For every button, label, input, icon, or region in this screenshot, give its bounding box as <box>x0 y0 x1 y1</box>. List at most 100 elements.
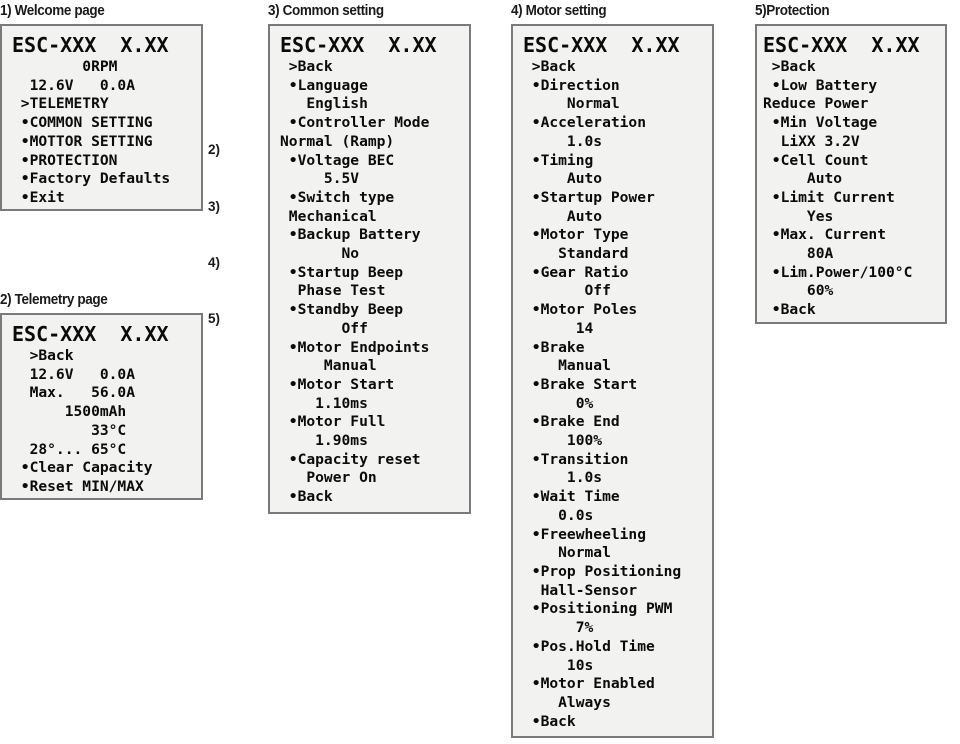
menu-item-back-bottom[interactable]: •Back <box>523 712 576 730</box>
menu-item-motor-setting[interactable]: •MOTTOR SETTING <box>12 132 153 150</box>
panel-caption-motor-setting: 4) Motor setting <box>511 3 607 19</box>
value-motor-endpoints: Manual <box>280 357 377 375</box>
panel-caption-telemetry: 2) Telemetry page <box>0 292 108 308</box>
lcd-screen-motor-setting: ESC-XXX X.XX >Back •Direction Normal •Ac… <box>511 24 714 738</box>
telemetry-voltage-current: 12.6V 0.0A <box>12 365 136 383</box>
menu-item-motor-full[interactable]: •Motor Full <box>280 413 386 431</box>
menu-item-direction[interactable]: •Direction <box>523 76 620 94</box>
menu-item-motor-poles[interactable]: •Motor Poles <box>523 301 638 319</box>
lcd-line-rpm: 0RPM <box>12 58 118 75</box>
menu-item-max-current[interactable]: •Max. Current <box>763 226 887 244</box>
menu-item-capacity-reset[interactable]: •Capacity reset <box>280 450 421 468</box>
menu-item-startup-power[interactable]: •Startup Power <box>523 188 655 206</box>
value-motor-enabled: Always <box>523 693 611 711</box>
page-reference-3: 3) <box>208 198 221 214</box>
lcd-line-voltage-current: 12.6V 0.0A <box>12 76 136 94</box>
telemetry-capacity: 1500mAh <box>12 403 127 421</box>
menu-item-back[interactable]: >Back <box>280 58 333 75</box>
menu-item-wait-time[interactable]: •Wait Time <box>523 488 620 506</box>
menu-item-controller-mode[interactable]: •Controller Mode <box>280 114 430 132</box>
value-motor-full: 1.90ms <box>280 432 368 450</box>
menu-item-reset-min-max[interactable]: •Reset MIN/MAX <box>12 477 144 495</box>
menu-item-common-setting[interactable]: •COMMON SETTING <box>12 114 153 132</box>
menu-item-exit[interactable]: •Exit <box>12 188 65 206</box>
menu-item-acceleration[interactable]: •Acceleration <box>523 114 647 132</box>
value-cell-count: Auto <box>763 170 843 188</box>
menu-item-voltage-bec[interactable]: •Voltage BEC <box>280 151 395 169</box>
panel-group-protection: 5)Protection ESC-XXX X.XX >Back •Low Bat… <box>755 3 947 324</box>
value-motor-start: 1.10ms <box>280 394 368 412</box>
value-transition: 1.0s <box>523 469 603 487</box>
menu-item-brake-start[interactable]: •Brake Start <box>523 375 638 393</box>
menu-item-telemetry[interactable]: >TELEMETRY <box>12 95 109 113</box>
value-prop-positioning: Hall-Sensor <box>523 581 638 599</box>
menu-item-brake[interactable]: •Brake <box>523 338 585 356</box>
value-max-current: 80A <box>763 245 834 263</box>
lcd-screen-common-setting: ESC-XXX X.XX >Back •Language English •Co… <box>268 24 471 514</box>
panel-group-motor-setting: 4) Motor setting ESC-XXX X.XX >Back •Dir… <box>511 3 714 738</box>
lcd-device-title: ESC-XXX X.XX <box>12 322 169 346</box>
menu-item-min-voltage[interactable]: •Min Voltage <box>763 114 878 132</box>
lcd-device-title: ESC-XXX X.XX <box>280 33 437 57</box>
menu-item-back[interactable]: >Back <box>523 58 576 75</box>
menu-item-motor-type[interactable]: •Motor Type <box>523 226 629 244</box>
menu-item-prop-positioning[interactable]: •Prop Positioning <box>523 562 682 580</box>
telemetry-max-current: Max. 56.0A <box>12 384 136 402</box>
panel-caption-welcome: 1) Welcome page <box>0 3 105 19</box>
panel-caption-protection: 5)Protection <box>755 3 830 19</box>
value-backup-battery: No <box>280 245 360 263</box>
value-direction: Normal <box>523 95 620 113</box>
menu-item-back[interactable]: >Back <box>12 347 74 364</box>
menu-item-switch-type[interactable]: •Switch type <box>280 188 395 206</box>
telemetry-temperature-range: 28°... 65°C <box>12 440 127 458</box>
menu-item-standby-beep[interactable]: •Standby Beep <box>280 301 404 319</box>
value-motor-poles: 14 <box>523 319 594 337</box>
menu-item-gear-ratio[interactable]: •Gear Ratio <box>523 263 629 281</box>
value-motor-type: Standard <box>523 245 629 263</box>
menu-item-cell-count[interactable]: •Cell Count <box>763 151 869 169</box>
page-reference-2: 2) <box>208 142 221 158</box>
value-low-battery: Reduce Power <box>763 95 869 113</box>
value-voltage-bec: 5.5V <box>280 170 360 188</box>
menu-item-clear-capacity[interactable]: •Clear Capacity <box>12 459 153 477</box>
menu-item-factory-defaults[interactable]: •Factory Defaults <box>12 170 171 188</box>
value-limit-power-temp: 60% <box>763 282 834 300</box>
value-language: English <box>280 95 368 113</box>
value-startup-beep: Phase Test <box>280 282 386 300</box>
menu-item-pos-hold-time[interactable]: •Pos.Hold Time <box>523 637 655 655</box>
value-gear-ratio: Off <box>523 282 611 300</box>
welcome-page-references: 2) 3) 4) 5) <box>208 104 223 366</box>
menu-item-motor-enabled[interactable]: •Motor Enabled <box>523 675 655 693</box>
value-acceleration: 1.0s <box>523 132 603 150</box>
menu-item-limit-current[interactable]: •Limit Current <box>763 188 895 206</box>
menu-item-startup-beep[interactable]: •Startup Beep <box>280 263 404 281</box>
menu-item-motor-endpoints[interactable]: •Motor Endpoints <box>280 338 430 356</box>
menu-item-back-bottom[interactable]: •Back <box>763 301 816 319</box>
value-min-voltage: LiXX 3.2V <box>763 132 860 150</box>
menu-item-motor-start[interactable]: •Motor Start <box>280 375 395 393</box>
lcd-device-title: ESC-XXX X.XX <box>763 33 920 57</box>
menu-item-transition[interactable]: •Transition <box>523 450 629 468</box>
menu-item-back-bottom[interactable]: •Back <box>280 488 333 506</box>
value-freewheeling: Normal <box>523 544 611 562</box>
page-reference-5: 5) <box>208 310 221 326</box>
menu-item-freewheeling[interactable]: •Freewheeling <box>523 525 647 543</box>
menu-item-limit-power-temp[interactable]: •Lim.Power/100°C <box>763 263 913 281</box>
menu-item-low-battery[interactable]: •Low Battery <box>763 76 878 94</box>
menu-item-timing[interactable]: •Timing <box>523 151 594 169</box>
value-switch-type: Mechanical <box>280 207 377 225</box>
lcd-device-title: ESC-XXX X.XX <box>523 33 680 57</box>
menu-item-back[interactable]: >Back <box>763 58 816 75</box>
lcd-screen-welcome: ESC-XXX X.XX 0RPM 12.6V 0.0A >TELEMETRY … <box>0 24 203 211</box>
menu-item-positioning-pwm[interactable]: •Positioning PWM <box>523 600 673 618</box>
lcd-screen-telemetry: ESC-XXX X.XX >Back 12.6V 0.0A Max. 56.0A… <box>0 313 203 500</box>
panel-group-common-setting: 3) Common setting ESC-XXX X.XX >Back •La… <box>268 3 471 514</box>
menu-item-brake-end[interactable]: •Brake End <box>523 413 620 431</box>
menu-item-backup-battery[interactable]: •Backup Battery <box>280 226 421 244</box>
telemetry-temperature: 33°C <box>12 421 127 439</box>
menu-item-protection[interactable]: •PROTECTION <box>12 151 118 169</box>
value-controller-mode: Normal (Ramp) <box>280 132 395 150</box>
value-positioning-pwm: 7% <box>523 619 594 637</box>
lcd-device-title: ESC-XXX X.XX <box>12 33 169 57</box>
menu-item-language[interactable]: •Language <box>280 76 368 94</box>
